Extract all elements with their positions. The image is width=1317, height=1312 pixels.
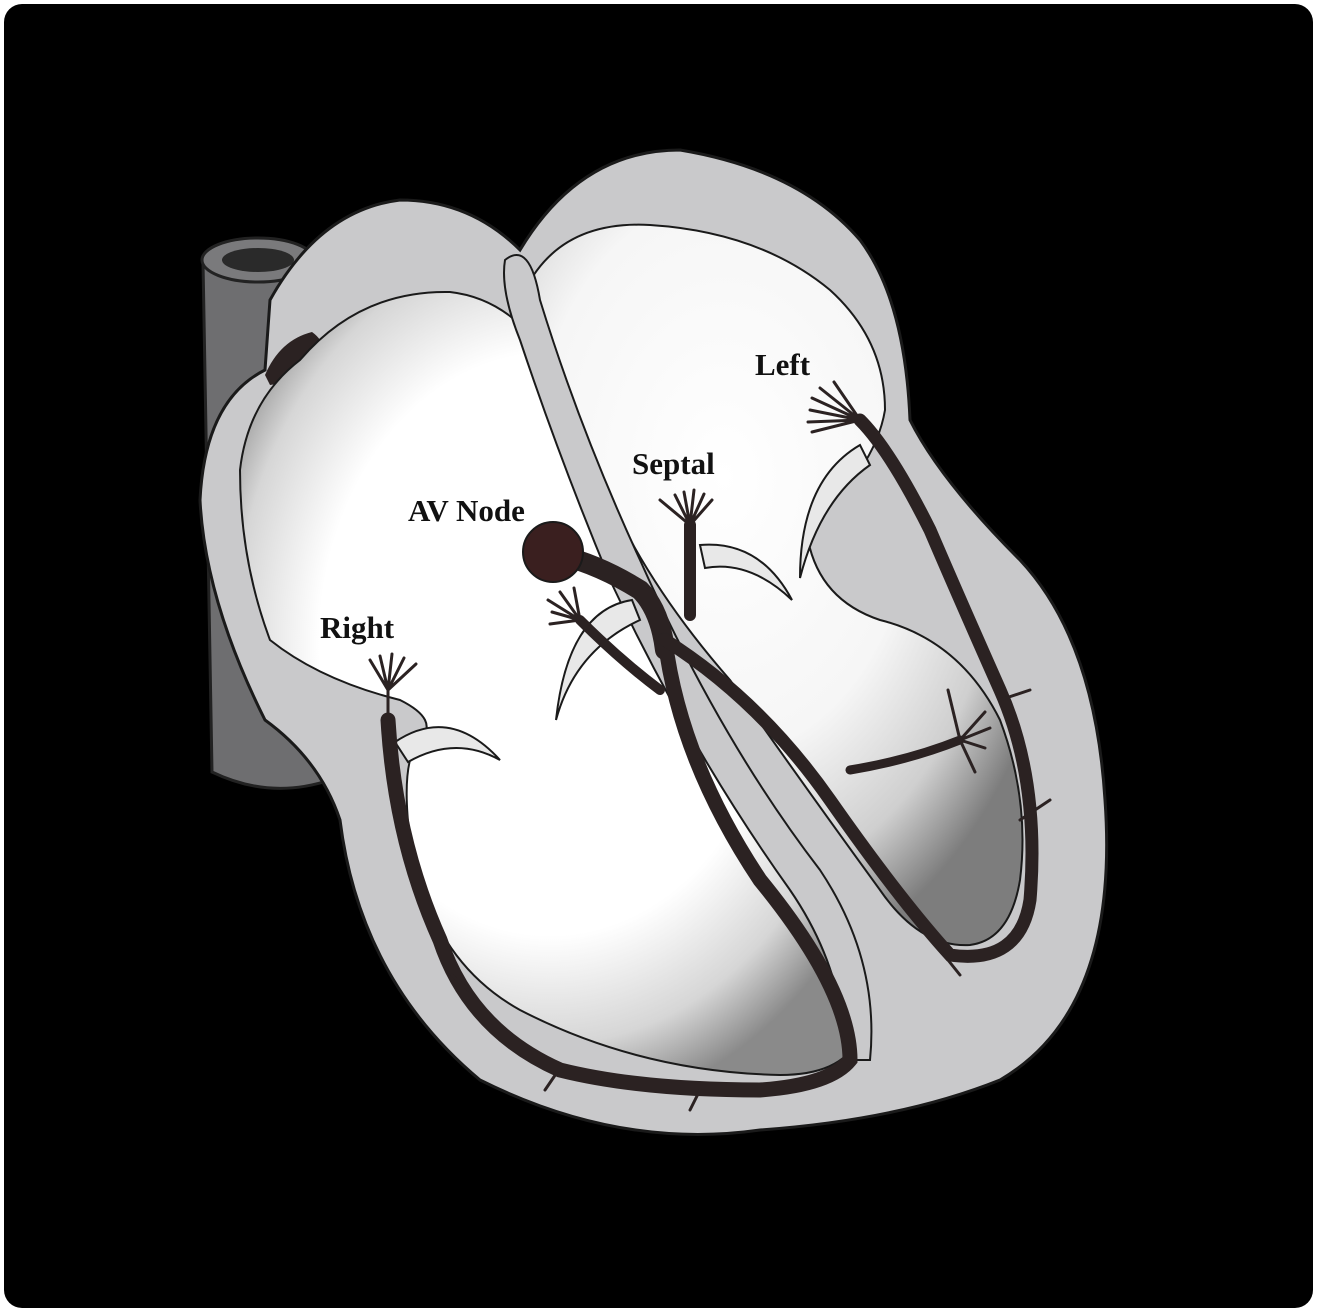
label-right: Right [320,610,395,645]
label-av-node: AV Node [408,493,525,528]
label-septal: Septal [632,446,715,481]
av-node [523,522,583,582]
label-left: Left [755,347,811,382]
